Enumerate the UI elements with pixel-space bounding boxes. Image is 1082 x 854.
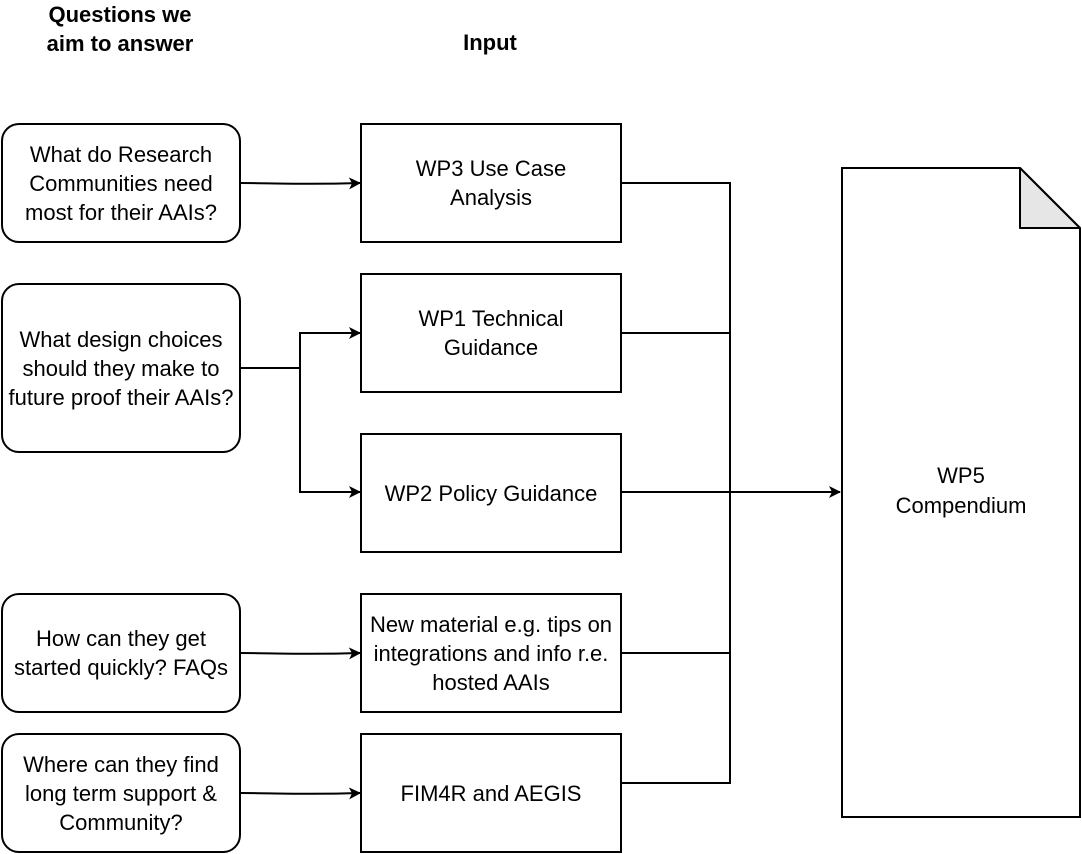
edge-q4-fim bbox=[240, 787, 361, 800]
edge-wp3-bus bbox=[621, 182, 731, 492]
input-new-material: New material e.g. tips on integrations a… bbox=[360, 593, 622, 713]
question-design-choices: What design choices should they make to … bbox=[1, 283, 241, 453]
wp5-document-shape bbox=[841, 167, 1081, 818]
input-wp1: WP1 Technical Guidance bbox=[360, 273, 622, 393]
wp5-title: WP5 bbox=[937, 463, 985, 488]
edge-q1-wp3 bbox=[240, 177, 361, 190]
questions-header: Questions we aim to answer bbox=[46, 2, 194, 56]
question-long-term-support: Where can they find long term support & … bbox=[1, 733, 241, 853]
edge-fim-bus bbox=[621, 653, 731, 784]
input-header: Input bbox=[463, 30, 517, 55]
question-get-started: How can they get started quickly? FAQs bbox=[1, 593, 241, 713]
input-fim4r-aegis: FIM4R and AEGIS bbox=[360, 733, 622, 853]
edge-q3-new bbox=[240, 647, 361, 660]
edge-q2-wp2 bbox=[299, 368, 361, 498]
edge-new-bus bbox=[621, 492, 731, 654]
wp5-compendium-label: WP5 Compendium bbox=[842, 461, 1080, 521]
question-research-needs: What do Research Communities need most f… bbox=[1, 123, 241, 243]
wp5-subtitle: Compendium bbox=[895, 493, 1027, 518]
input-wp2: WP2 Policy Guidance bbox=[360, 433, 622, 553]
edge-q2-wp1 bbox=[299, 327, 361, 368]
input-wp3: WP3 Use Case Analysis bbox=[360, 123, 622, 243]
